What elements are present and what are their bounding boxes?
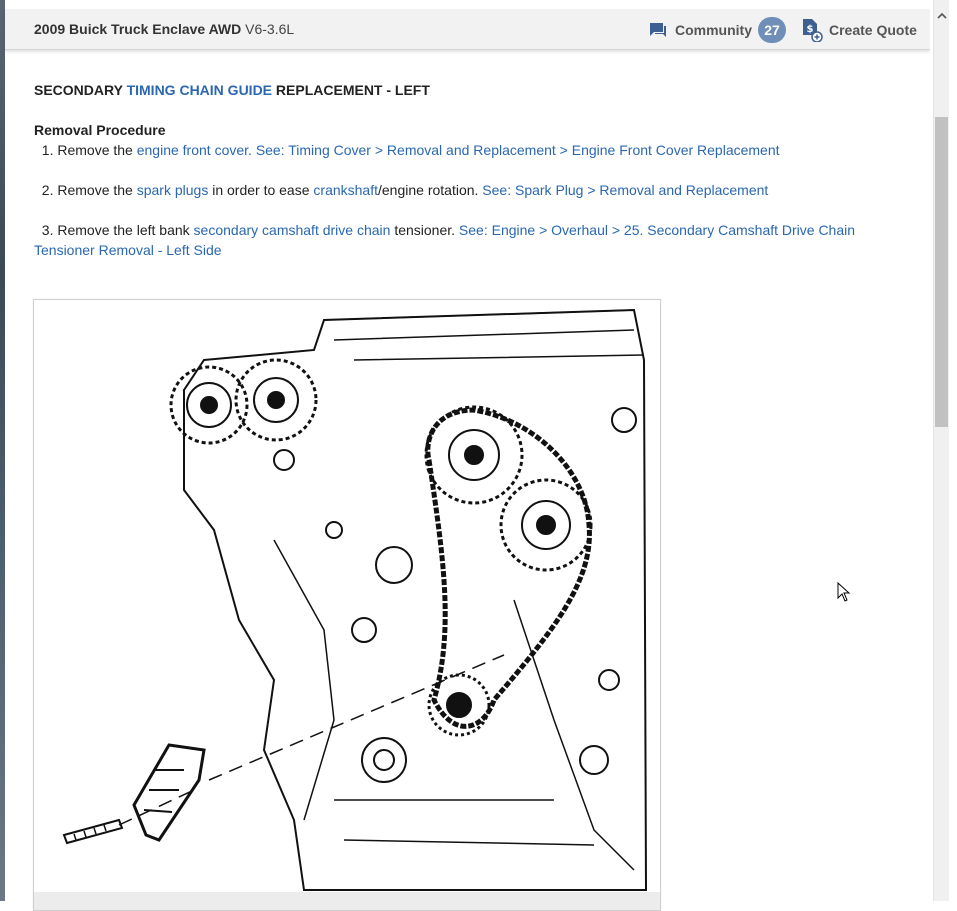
engine-illustration-figure[interactable] (33, 299, 661, 911)
timing-chain-guide-link[interactable]: TIMING CHAIN GUIDE (126, 82, 273, 98)
community-count-badge: 27 (758, 17, 786, 43)
community-button[interactable]: Community 27 (648, 17, 786, 43)
step-text: /engine rotation. (378, 182, 479, 198)
chevron-up-icon[interactable] (934, 8, 950, 24)
step-number: 2. (41, 182, 54, 198)
community-label: Community (675, 22, 752, 38)
secondary-camshaft-chain-link[interactable]: secondary camshaft drive chain (193, 222, 391, 238)
vehicle-engine: V6-3.6L (245, 21, 295, 37)
step-number: 1. (41, 142, 54, 158)
title-prefix: SECONDARY (34, 82, 123, 98)
engine-front-cover-link[interactable]: engine front cover. (136, 142, 252, 158)
spark-plugs-link[interactable]: spark plugs (136, 182, 209, 198)
figure-toolbar (34, 892, 660, 910)
create-quote-button[interactable]: $ Create Quote (799, 18, 917, 42)
top-strip (5, 0, 930, 9)
front-cover-replacement-link[interactable]: See: Timing Cover > Removal and Replacem… (255, 142, 780, 158)
step-text: in order to ease (212, 182, 310, 198)
step-text: Remove the left bank (57, 222, 190, 238)
quote-document-dollar-icon: $ (803, 19, 823, 42)
step-1: 1. Remove the engine front cover. See: T… (34, 140, 919, 160)
right-gap (930, 0, 933, 901)
section-heading: Removal Procedure (34, 122, 166, 138)
crankshaft-link[interactable]: crankshaft (313, 182, 378, 198)
step-number: 3. (41, 222, 54, 238)
vehicle-title: 2009 Buick Truck Enclave AWD V6-3.6L (34, 21, 294, 37)
vertical-scrollbar[interactable] (933, 0, 950, 901)
tensioner-removal-link[interactable]: See: Engine > Overhaul > 25. Secondary C… (34, 222, 856, 258)
mouse-pointer-icon (837, 582, 851, 602)
chat-bubble-icon (650, 23, 666, 37)
step-3: 3. Remove the left bank secondary camsha… (34, 220, 919, 260)
article-title: SECONDARY TIMING CHAIN GUIDE REPLACEMENT… (34, 80, 919, 100)
scrollbar-thumb[interactable] (935, 117, 948, 427)
step-text: Remove the (57, 182, 133, 198)
article-content: SECONDARY TIMING CHAIN GUIDE REPLACEMENT… (34, 80, 919, 260)
engine-timing-chain-diagram (62, 308, 648, 891)
window-edge (949, 0, 957, 901)
step-text: tensioner. (394, 222, 456, 238)
background-edge (0, 0, 5, 901)
step-text: Remove the (57, 142, 133, 158)
vehicle-name: 2009 Buick Truck Enclave AWD (34, 21, 242, 37)
svg-text:$: $ (807, 24, 814, 35)
title-suffix: REPLACEMENT - LEFT (275, 82, 430, 98)
vehicle-header-bar: 2009 Buick Truck Enclave AWD V6-3.6L Com… (5, 9, 930, 50)
create-quote-label: Create Quote (829, 22, 917, 38)
spark-plug-removal-link[interactable]: See: Spark Plug > Removal and Replacemen… (482, 182, 769, 198)
step-2: 2. Remove the spark plugs in order to ea… (34, 180, 919, 200)
